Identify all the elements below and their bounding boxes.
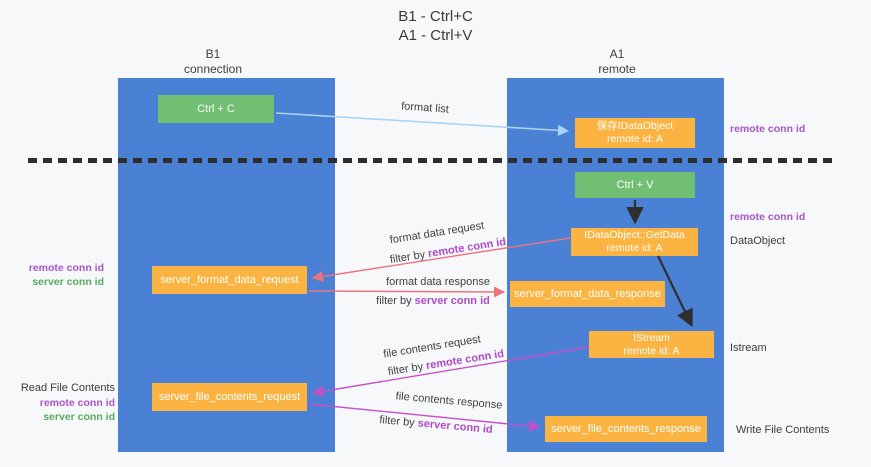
istream-node: IStream remote id: A	[589, 331, 714, 358]
left-remote-conn-id-2: remote conn id	[39, 397, 115, 409]
istream-line2: remote id: A	[623, 344, 680, 357]
lane-b1-subtitle: connection	[183, 62, 243, 76]
ctrl-c-node: Ctrl + C	[158, 95, 274, 123]
filter-value-remote: remote conn id	[427, 235, 507, 261]
server-file-contents-request-label: server_file_contents_request	[158, 390, 301, 403]
left-server-conn-id: server conn id	[32, 276, 104, 288]
lane-b1-title: B1	[205, 47, 221, 61]
title-line-2: A1 - Ctrl+V	[398, 27, 473, 44]
server-file-contents-request-node: server_file_contents_request	[152, 383, 307, 411]
filter-prefix: filter by	[378, 414, 419, 430]
lane-header-a1: A1 remote	[557, 47, 677, 77]
filter-value-server: server conn id	[414, 295, 490, 307]
ctrl-v-label: Ctrl + V	[616, 178, 654, 191]
ctrl-v-node: Ctrl + V	[575, 172, 695, 198]
server-file-contents-response-label: server_file_contents_response	[551, 422, 701, 435]
right-remote-conn-id-top: remote conn id	[730, 123, 806, 135]
filter-prefix: filter by	[389, 248, 430, 267]
read-file-contents-label: Read File Contents	[20, 382, 115, 394]
format-data-response-arrow	[308, 286, 506, 298]
getdata-line2: remote id: A	[606, 242, 663, 254]
right-dataobject-label: DataObject	[730, 235, 786, 247]
save-dataobject-line1: 保存IDataObject	[596, 120, 674, 132]
left-remote-conn-id: remote conn id	[28, 262, 104, 274]
dashed-separator	[28, 158, 834, 163]
lane-header-b1: B1 connection	[153, 47, 273, 77]
diagram-title: B1 - Ctrl+C A1 - Ctrl+V	[0, 7, 871, 45]
getdata-line1: IDataObject::GetData	[584, 229, 685, 241]
save-dataobject-node: 保存IDataObject remote id: A	[575, 118, 695, 148]
left-read-file-block: Read File Contents remote conn id server…	[14, 381, 115, 424]
server-format-data-response-node: server_format_data_response	[510, 281, 665, 307]
left-server-conn-id-2: server conn id	[43, 411, 115, 423]
title-line-1: B1 - Ctrl+C	[398, 8, 473, 25]
filter-prefix: filter by	[376, 295, 415, 307]
server-format-data-request-label: server_format_data_request	[160, 273, 299, 286]
filter-by-server-conn-id-label-2: filter by server conn id	[379, 414, 493, 436]
filter-prefix: filter by	[387, 360, 428, 379]
lane-a1-title: A1	[609, 47, 625, 61]
file-contents-response-label: file contents response	[395, 390, 503, 412]
getdata-node: IDataObject::GetData remote id: A	[571, 228, 698, 256]
filter-value-server: server conn id	[417, 417, 494, 436]
filter-by-server-conn-id-label-1: filter by server conn id	[376, 295, 490, 307]
server-format-data-request-node: server_format_data_request	[152, 266, 307, 294]
ctrl-c-label: Ctrl + C	[197, 102, 235, 115]
format-list-label: format list	[400, 100, 450, 116]
right-istream-label: Istream	[730, 342, 767, 354]
server-format-data-response-label: server_format_data_response	[514, 287, 661, 300]
save-dataobject-line2: remote id: A	[606, 133, 664, 145]
istream-line1: IStream	[633, 331, 670, 344]
format-data-response-label: format data response	[386, 276, 490, 288]
right-remote-conn-id-mid: remote conn id	[730, 211, 806, 223]
server-file-contents-response-node: server_file_contents_response	[545, 416, 707, 442]
left-conn-id-block: remote conn id server conn id	[16, 261, 104, 289]
lane-a1-subtitle: remote	[598, 62, 636, 76]
right-write-file-contents-label: Write File Contents	[736, 424, 830, 436]
